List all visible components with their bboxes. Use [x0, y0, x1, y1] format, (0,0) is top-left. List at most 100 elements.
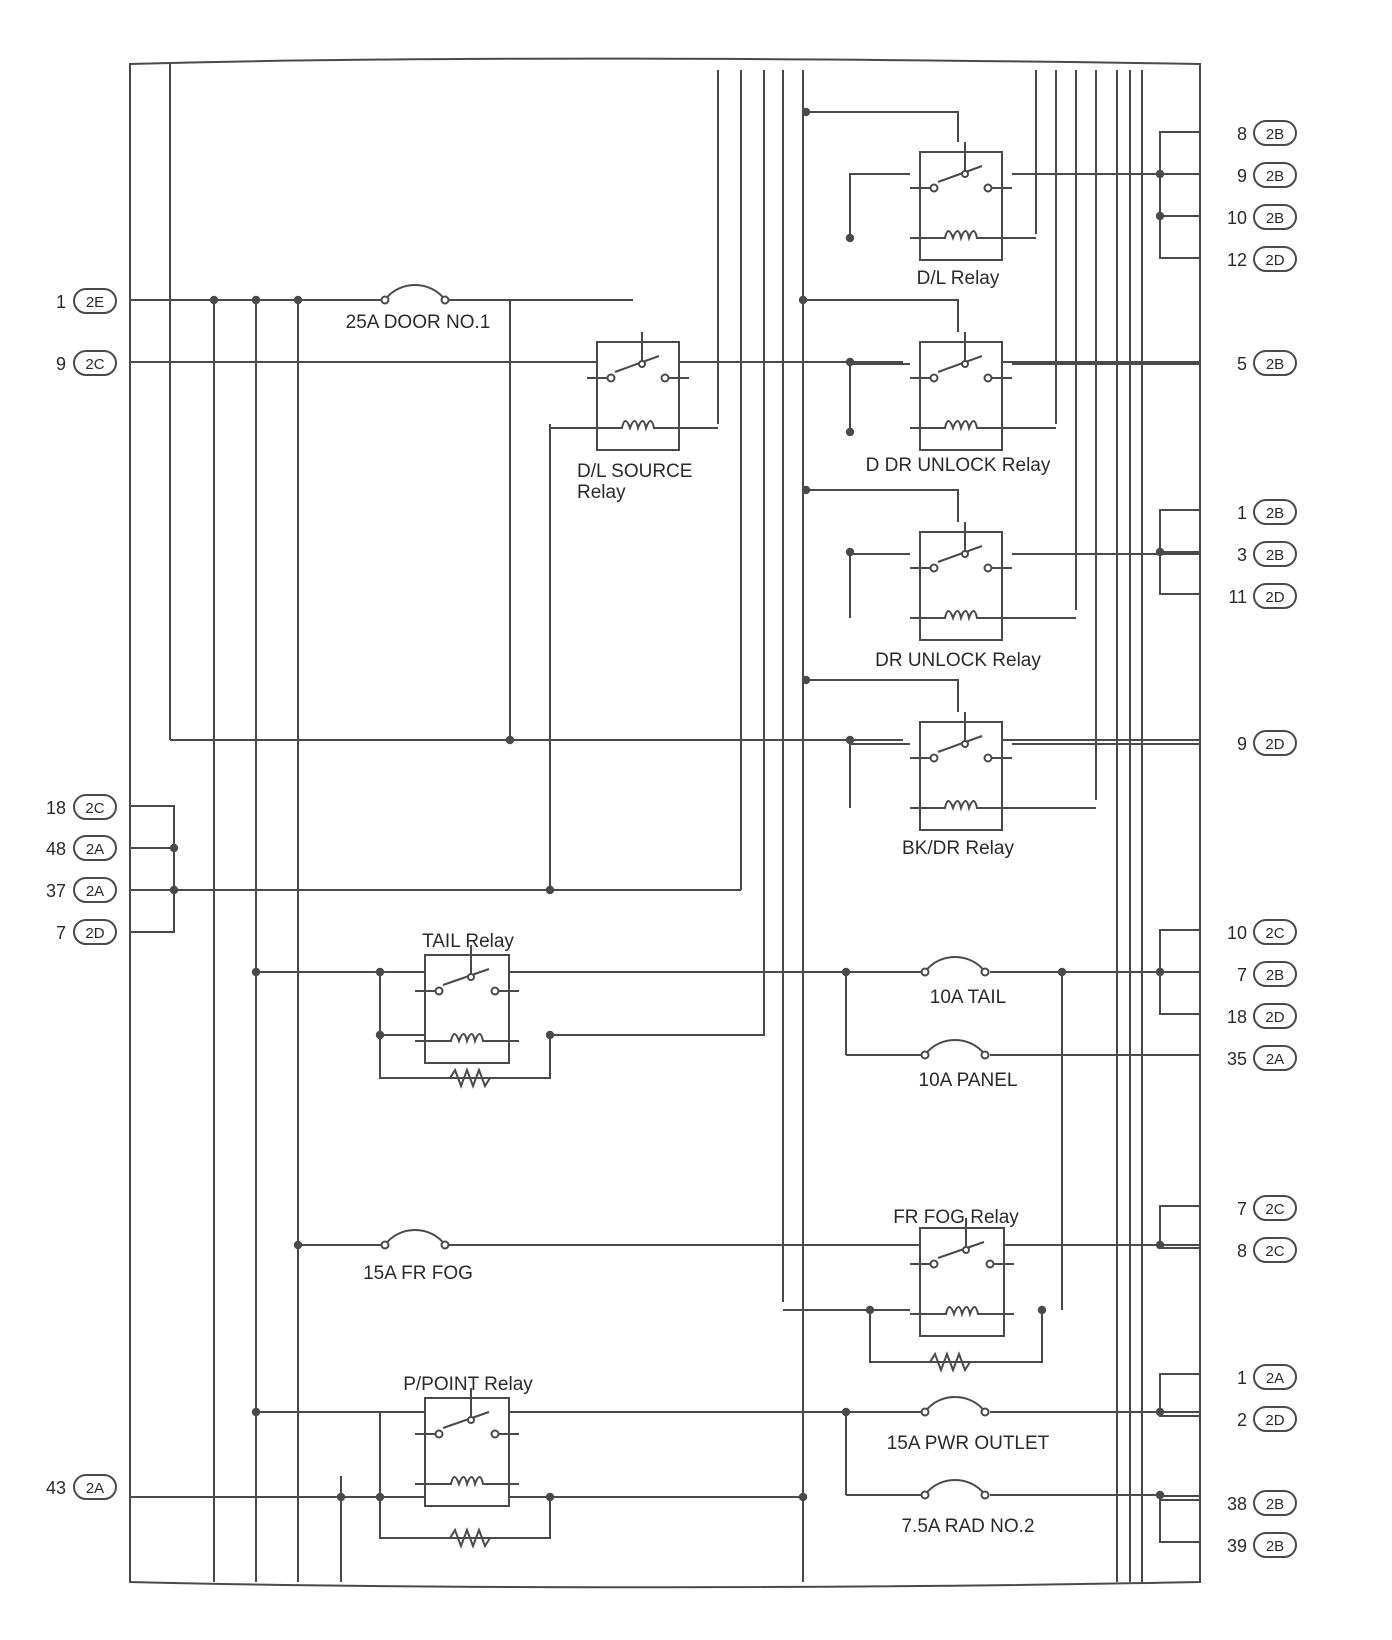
- junction-dots: [169, 107, 1165, 1502]
- pin-number: 7: [1237, 965, 1247, 985]
- connector-left-1: 1 2E: [56, 288, 117, 314]
- junction-dot: [1155, 169, 1165, 179]
- relay-label-tail: TAIL Relay: [422, 931, 514, 952]
- relay-contact: [929, 563, 939, 573]
- connector-code: 2D: [1265, 736, 1284, 753]
- pin-number: 1: [56, 292, 66, 312]
- pin-number: 9: [56, 354, 66, 374]
- relay-coil: [910, 800, 1012, 812]
- connector-code: 2C: [85, 356, 104, 373]
- relay-pivot: [961, 170, 969, 178]
- wire: [806, 679, 959, 712]
- fuse-label-rad-no2: 7.5A RAD NO.2: [901, 1516, 1034, 1537]
- junction-dot: [1037, 1305, 1047, 1315]
- relay-pivot: [961, 550, 969, 558]
- relay-contact: [434, 1429, 444, 1439]
- relay-box: [424, 1397, 510, 1507]
- junction-dot: [841, 1407, 851, 1417]
- relay-contact: [929, 373, 939, 383]
- connector-right-13: 35 2A: [1227, 1045, 1297, 1071]
- relay-box: [919, 721, 1003, 831]
- relay-coil: [910, 420, 1012, 432]
- connector-badge: [1253, 583, 1297, 609]
- connector-right-10: 10 2C: [1227, 919, 1297, 945]
- wire: [130, 805, 175, 933]
- connector-badge: [1253, 1532, 1297, 1558]
- relay-contact: [434, 986, 444, 996]
- fuse-terminal: [920, 967, 930, 977]
- wire: [1159, 131, 1200, 259]
- relay-coil: [910, 610, 1012, 622]
- fuse-terminal: [920, 1490, 930, 1500]
- connector-badge: [1253, 204, 1297, 230]
- junction-dot: [845, 357, 855, 367]
- pin-number: 2: [1237, 1410, 1247, 1430]
- fuse-symbol: [924, 956, 986, 973]
- junction-dot: [251, 295, 261, 305]
- pin-number: 11: [1228, 587, 1247, 607]
- connector-left-6: 7 2D: [56, 919, 117, 945]
- relay-label-dl-source-line2: Relay: [577, 482, 626, 503]
- wire: [849, 363, 910, 432]
- pin-number: 10: [1227, 208, 1247, 228]
- connector-code: 2B: [1266, 547, 1284, 564]
- connector-code: 2A: [86, 883, 104, 900]
- connector-code: 2C: [85, 800, 104, 817]
- connector-badge: [1253, 1490, 1297, 1516]
- fuse-terminal: [980, 967, 990, 977]
- connector-badge: [1253, 246, 1297, 272]
- relay-contact: [606, 373, 616, 383]
- connector-right-15: 8 2C: [1237, 1237, 1297, 1263]
- connector-badge: [1253, 162, 1297, 188]
- relay-pivot: [467, 973, 475, 981]
- fuse-terminal: [920, 1407, 930, 1417]
- junction-dot: [1155, 1240, 1165, 1250]
- connector-left-3: 18 2C: [46, 794, 117, 820]
- pin-number: 9: [1237, 734, 1247, 754]
- connector-right-14: 7 2C: [1237, 1195, 1297, 1221]
- fuse-symbol: [924, 1396, 986, 1413]
- connector-right-11: 7 2B: [1237, 961, 1297, 987]
- junction-dot: [1155, 547, 1165, 557]
- wire: [849, 553, 910, 618]
- connector-code: 2B: [1266, 356, 1284, 373]
- junction-dot: [798, 1492, 808, 1502]
- pin-number: 1: [1237, 503, 1247, 523]
- wire: [849, 743, 910, 808]
- relay-switch-arm: [937, 545, 983, 563]
- relay-switch-arm: [937, 735, 983, 753]
- relay-switch-arm: [614, 355, 660, 373]
- connector-code: 2B: [1266, 967, 1284, 984]
- wire: [806, 489, 959, 522]
- connector-badge: [73, 1474, 117, 1500]
- resistor-symbol: [929, 1351, 971, 1373]
- connector-badge: [1253, 919, 1297, 945]
- connector-badge: [73, 835, 117, 861]
- pin-number: 39: [1227, 1536, 1247, 1556]
- relay-contact: [660, 373, 670, 383]
- relay-pivot: [638, 360, 646, 368]
- pin-number: 1: [1237, 1368, 1247, 1388]
- connector-badge: [1253, 120, 1297, 146]
- connector-right-17: 2 2D: [1237, 1406, 1297, 1432]
- relay-contact: [929, 753, 939, 763]
- junction-dot: [375, 967, 385, 977]
- connector-right-6: 1 2B: [1237, 499, 1297, 525]
- pin-number: 9: [1237, 166, 1247, 186]
- connector-right-4: 12 2D: [1227, 246, 1297, 272]
- junction-dot: [1155, 967, 1165, 977]
- connector-badge: [1253, 1003, 1297, 1029]
- connector-right-9: 9 2D: [1237, 730, 1297, 756]
- connector-code: 2D: [1265, 1412, 1284, 1429]
- connector-code: 2B: [1266, 505, 1284, 522]
- pin-number: 3: [1237, 545, 1247, 565]
- relay-coil: [415, 1476, 519, 1488]
- junction-dot: [545, 1492, 555, 1502]
- connector-right-3: 10 2B: [1227, 204, 1297, 230]
- relay-contact: [983, 753, 993, 763]
- wire: [1159, 1205, 1200, 1249]
- junction-dot: [845, 233, 855, 243]
- junction-dot: [845, 547, 855, 557]
- relay-label-dl-source: D/L SOURCE: [577, 461, 692, 482]
- connector-left-4: 48 2A: [46, 835, 117, 861]
